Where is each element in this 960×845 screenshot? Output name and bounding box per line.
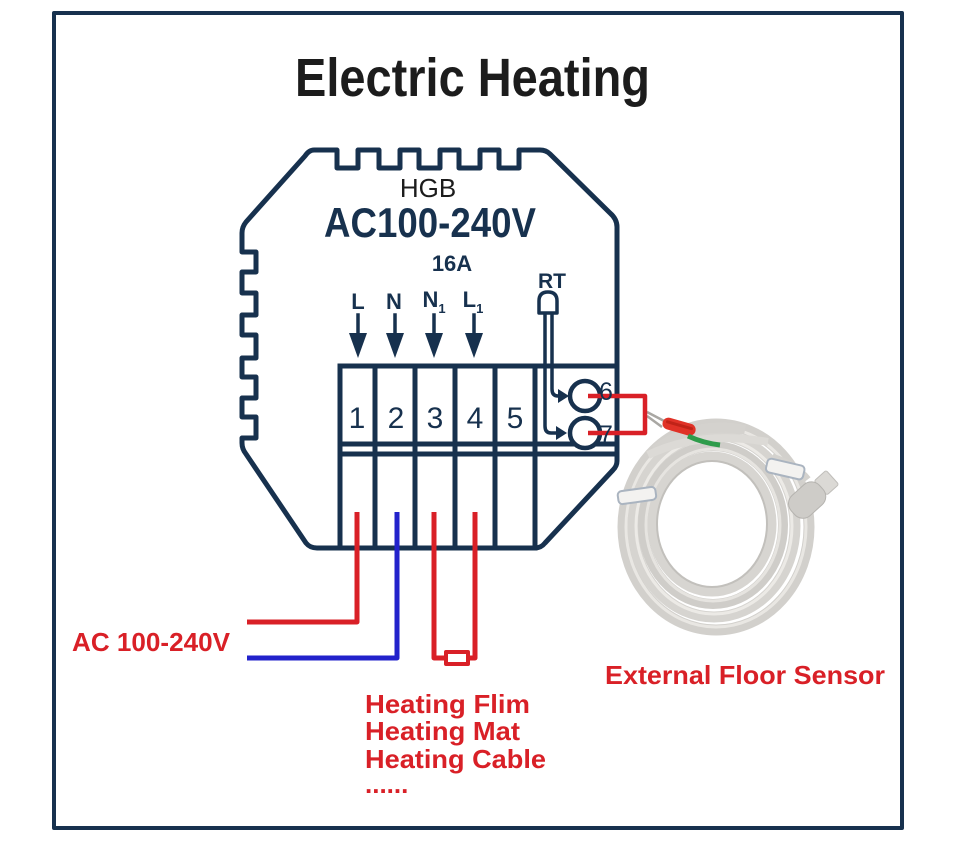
- neutral-supply-wire: [247, 512, 400, 661]
- rt-sensor-label: RT: [538, 270, 566, 293]
- cable-tie-left: [616, 485, 658, 506]
- rt-arrowhead-terminal-7: [556, 426, 567, 440]
- sensor-lead-red: [662, 417, 696, 436]
- floor-sensor-cable-photo: [616, 410, 839, 636]
- rt-arrowhead-terminal-6: [558, 389, 569, 403]
- navy-ink-fills: [349, 333, 569, 440]
- navy-labels: AC100-240V 16A RT L N N1 L1 1 2 3 4 5 6 …: [324, 199, 613, 449]
- terminal-block: [337, 363, 620, 551]
- current-rating-label: 16A: [432, 251, 472, 276]
- load-type-label-2: Heating Mat: [365, 716, 520, 746]
- navy-ink-strokes: [52, 11, 904, 830]
- load-type-label-1: Heating Flim: [365, 689, 530, 719]
- cable-coil: [617, 418, 815, 636]
- terminal-number-2: 2: [388, 402, 405, 435]
- input-arrowhead-l1: [465, 333, 483, 358]
- input-label-l: L: [351, 289, 364, 314]
- input-label-l1: L1: [463, 287, 484, 316]
- load-type-label-3: Heating Cable: [365, 744, 546, 774]
- power-supply-label: AC 100-240V: [72, 627, 231, 657]
- sensor-probe: [788, 470, 839, 519]
- voltage-rating-label: AC100-240V: [324, 199, 536, 246]
- input-arrowhead-n1: [425, 333, 443, 358]
- load-wire-left: [431, 512, 446, 661]
- model-label: HGB: [400, 173, 456, 203]
- terminal-number-4: 4: [467, 402, 484, 435]
- sensor-terminal-7-label: 7: [599, 421, 613, 449]
- red-labels: AC 100-240V Heating Flim Heating Mat Hea…: [72, 627, 885, 799]
- rt-lead-to-terminal-6: [550, 313, 560, 398]
- input-label-n1: N1: [422, 287, 445, 316]
- rt-lead-to-terminal-7: [543, 313, 556, 435]
- input-arrowhead-l: [349, 333, 367, 358]
- terminal-number-1: 1: [349, 402, 366, 435]
- load-wire-right: [468, 512, 478, 661]
- cable-tie-right: [764, 457, 806, 481]
- load-resistor-symbol: [444, 650, 470, 666]
- sensor-lead-green: [686, 433, 721, 448]
- input-label-n: N: [386, 289, 402, 314]
- rt-sensor-symbol: [537, 290, 559, 315]
- load-type-label-ellipsis: ......: [365, 769, 408, 799]
- sensor-terminal-6-label: 6: [599, 378, 613, 406]
- sensor-wire-bracket: [588, 393, 648, 436]
- input-arrowhead-n: [386, 333, 404, 358]
- red-wires: [247, 393, 648, 666]
- sensor-pin: [646, 410, 667, 429]
- terminal-number-3: 3: [427, 402, 444, 435]
- live-supply-wire: [247, 512, 360, 625]
- diagram-border: [52, 11, 904, 830]
- terminal-number-5: 5: [507, 402, 524, 435]
- external-floor-sensor-label: External Floor Sensor: [605, 660, 885, 690]
- page-title: Electric Heating: [295, 48, 650, 108]
